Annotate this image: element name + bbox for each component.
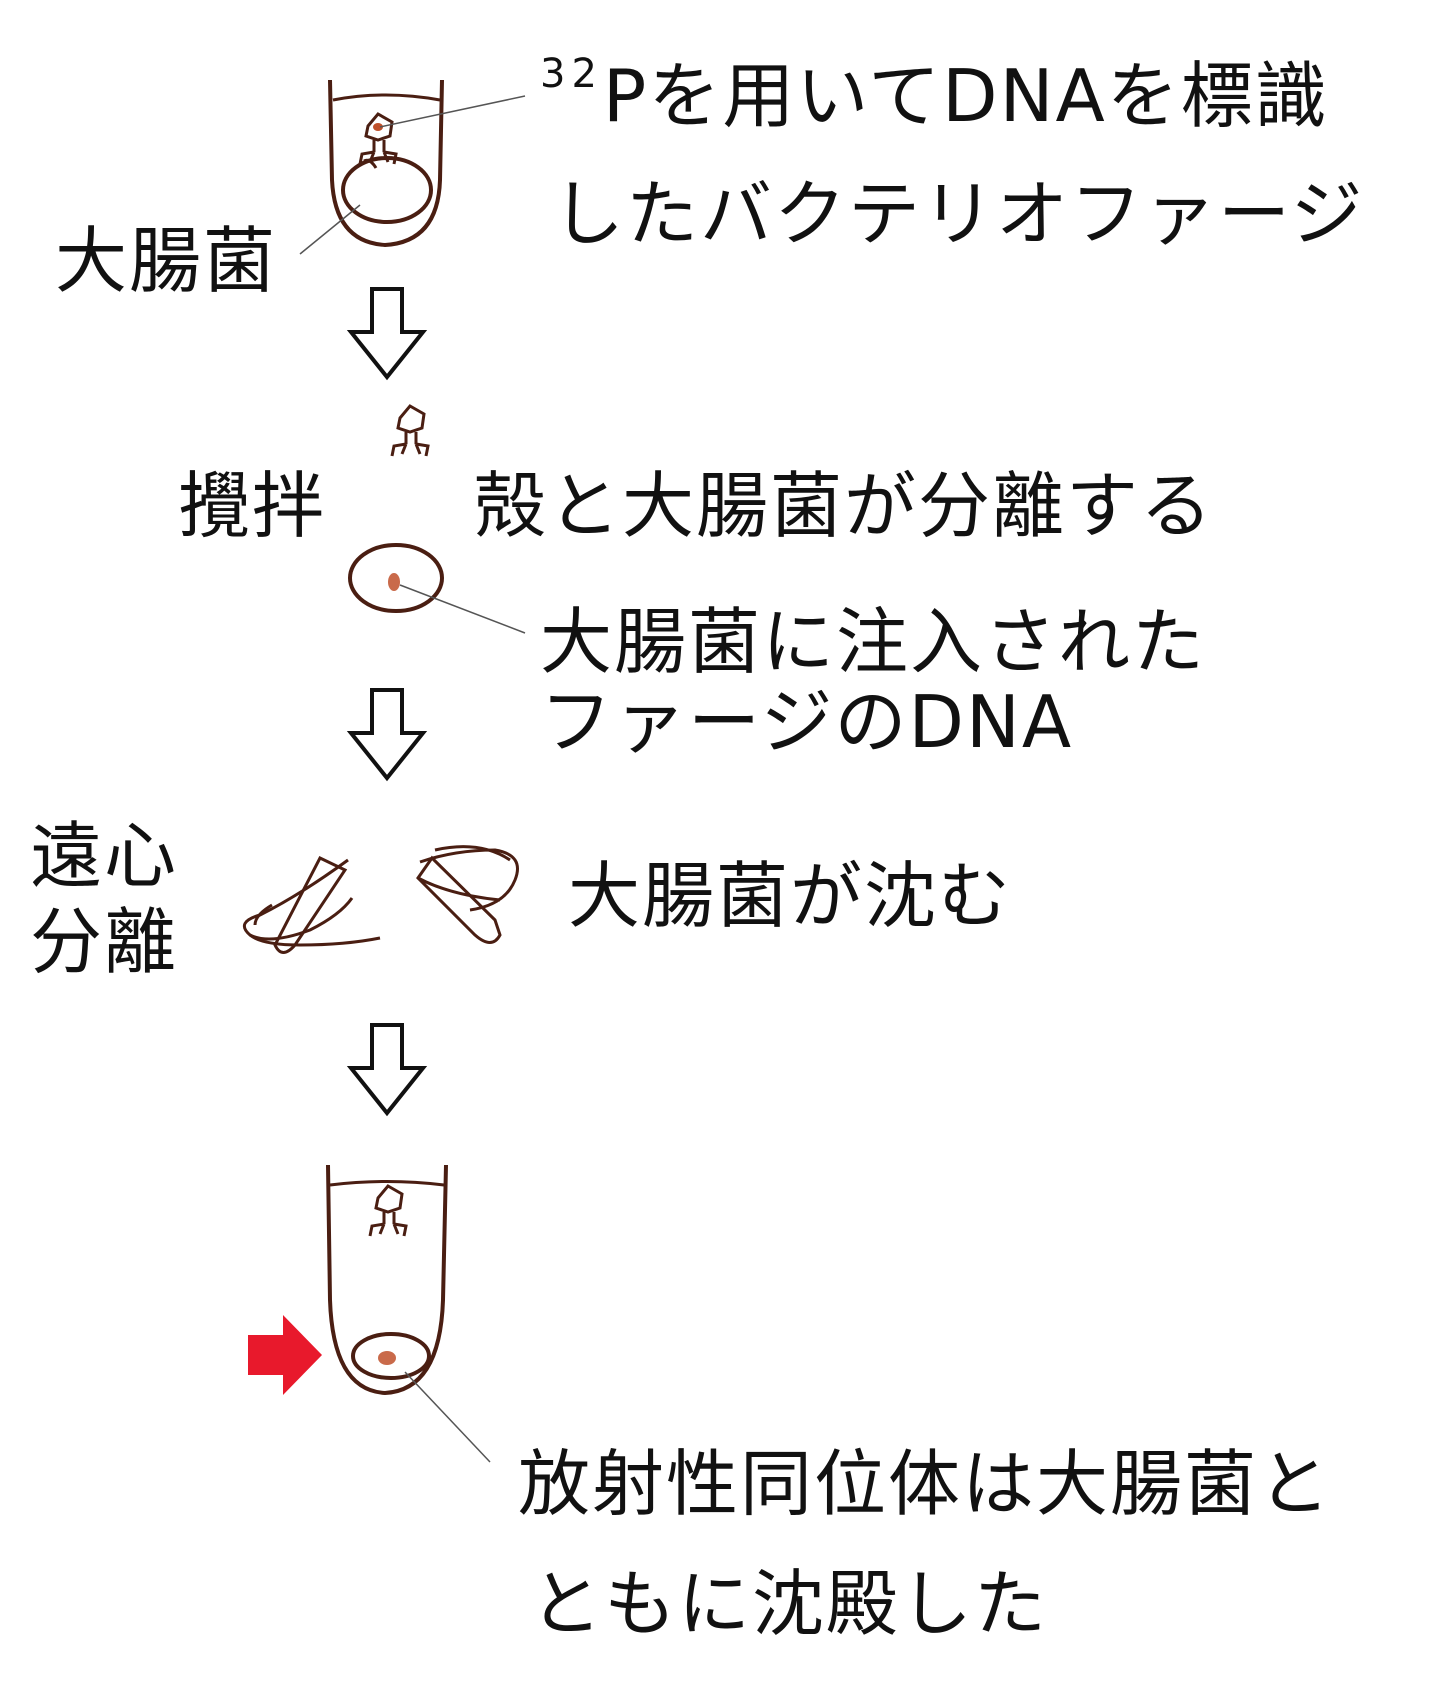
ecoli-cell-injected xyxy=(348,543,444,613)
down-arrow-3 xyxy=(346,1023,428,1117)
ecoli-pellet xyxy=(351,1332,431,1380)
red-pointer-arrow xyxy=(248,1315,322,1395)
test-tube-top xyxy=(328,79,444,248)
label-centrifuge-2: 分離 xyxy=(30,900,179,984)
label-injected-2: ファージのDNA xyxy=(540,680,1074,764)
label-result-1: 放射性同位体は大腸菌と xyxy=(518,1442,1333,1526)
label-injected-1: 大腸菌に注入された xyxy=(540,600,1207,684)
down-arrow-1 xyxy=(346,287,428,381)
label-phage-desc-1: 32Pを用いてDNAを標識 xyxy=(540,54,1329,132)
leader-injected-dna xyxy=(399,584,526,634)
leader-pellet xyxy=(404,1371,491,1463)
phage-shell-icon xyxy=(390,404,430,458)
phage-on-ecoli-icon xyxy=(358,112,398,166)
label-phage-desc-1-text: Pを用いてDNAを標識 xyxy=(602,54,1329,138)
label-ecoli-top: 大腸菌 xyxy=(55,219,278,303)
label-stir: 攪拌 xyxy=(178,464,327,548)
leader-ecoli-top xyxy=(299,204,361,255)
test-tube-bottom xyxy=(326,1164,448,1396)
down-arrow-2 xyxy=(346,688,428,782)
label-shell-separates: 殻と大腸菌が分離する xyxy=(474,464,1215,548)
superscript-32: 32 xyxy=(540,51,603,97)
centrifuge-tube-right xyxy=(416,845,519,944)
label-ecoli-sinks: 大腸菌が沈む xyxy=(568,854,1013,938)
label-centrifuge-1: 遠心 xyxy=(30,814,179,898)
centrifuge-tube-left xyxy=(242,856,381,954)
leader-phage xyxy=(379,95,526,128)
label-result-2: ともに沈殿した xyxy=(530,1562,1049,1646)
phage-shell-supernatant-icon xyxy=(368,1184,408,1238)
ecoli-cell-top xyxy=(341,156,433,224)
label-phage-desc-2: したバクテリオファージ xyxy=(552,172,1365,256)
